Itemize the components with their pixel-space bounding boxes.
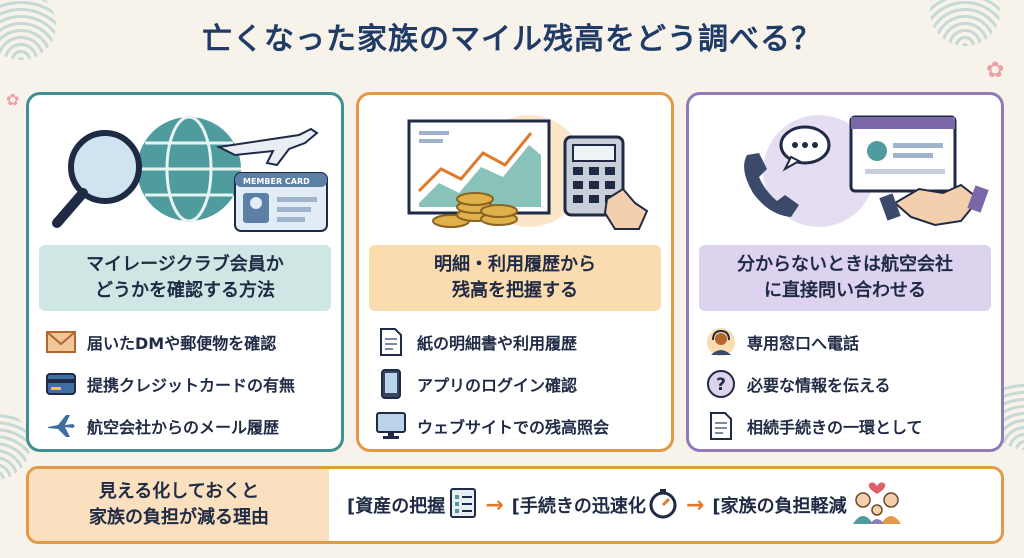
list-item: 相続手続きの一環として: [703, 405, 993, 447]
monitor-icon: [373, 410, 409, 442]
calculator-icon: [563, 135, 625, 217]
envelope-icon: [43, 326, 79, 358]
card-heading: 分からないときは航空会社 に直接問い合わせる: [699, 245, 991, 311]
statement-illustration: [407, 115, 649, 230]
handshake-icon: [879, 183, 989, 227]
globe-icon: [137, 115, 241, 223]
card-heading: マイレージクラブ会員か どうかを確認する方法: [39, 245, 331, 311]
airplane-icon: [215, 127, 319, 167]
card-membership-check: MEMBER CARD マイレージクラブ会員か どうかを確認する方法 届いたDM…: [26, 92, 344, 452]
list-item: ? 必要な情報を伝える: [703, 363, 993, 405]
list-item: 専用窓口へ電話: [703, 321, 993, 363]
family-icon: [851, 480, 903, 531]
credit-card-icon: [43, 368, 79, 400]
question-icon: ?: [703, 368, 739, 400]
list-item: アプリのログイン確認: [373, 363, 663, 405]
card-statement-history: 明細・利用履歴から 残高を把握する 紙の明細書や利用履歴 アプリのログイン確認 …: [356, 92, 674, 452]
magnifier-icon: [52, 130, 142, 228]
card-contact-airline: 分からないときは航空会社 に直接問い合わせる 専用窓口へ電話 ? 必要な情報を伝…: [686, 92, 1004, 452]
list-item: 紙の明細書や利用履歴: [373, 321, 663, 363]
benefit-flow: [資産の把握 → [手続きの迅速化 → [家族の負担軽減: [347, 469, 903, 541]
list-item: ウェブサイトでの残高照会: [373, 405, 663, 447]
document-icon: [373, 326, 409, 358]
phone-icon: [744, 153, 799, 217]
speech-bubble-icon: [779, 125, 831, 172]
arrow-right-icon: →: [485, 492, 504, 518]
list-item: 航空会社からのメール履歴: [43, 405, 333, 447]
checklist-icon: [449, 487, 477, 524]
flow-step: [手続きの迅速化: [512, 487, 678, 524]
member-card-icon: MEMBER CARD: [234, 172, 328, 232]
stopwatch-icon: [648, 487, 678, 524]
list-item: 届いたDMや郵便物を確認: [43, 321, 333, 363]
card-heading: 明細・利用履歴から 残高を把握する: [369, 245, 661, 311]
membership-illustration: MEMBER CARD: [52, 115, 328, 232]
page-title: 亡くなった家族のマイル残高をどう調べる？: [202, 22, 822, 57]
svg-text:?: ?: [716, 375, 726, 395]
hand-icon: [603, 187, 649, 230]
flow-step: [資産の把握: [347, 487, 477, 524]
bottom-banner-heading: 見える化しておくと 家族の負担が減る理由: [29, 469, 329, 541]
airplane-icon: [43, 410, 79, 442]
coins-icon: [432, 192, 518, 228]
browser-window-icon: [849, 115, 957, 193]
flow-step: [家族の負担軽減: [712, 480, 902, 531]
blossom-icon: ✿: [986, 58, 1005, 83]
smartphone-icon: [373, 368, 409, 400]
svg-text:MEMBER CARD: MEMBER CARD: [243, 177, 310, 186]
blossom-icon: ✿: [6, 90, 20, 109]
document-icon: [703, 410, 739, 442]
bottom-banner: 見える化しておくと 家族の負担が減る理由 [資産の把握 → [手続きの迅速化 →…: [26, 466, 1004, 544]
list-item: 提携クレジットカードの有無: [43, 363, 333, 405]
contact-illustration: [744, 115, 989, 227]
arrow-right-icon: →: [685, 492, 705, 518]
operator-icon: [703, 326, 739, 358]
